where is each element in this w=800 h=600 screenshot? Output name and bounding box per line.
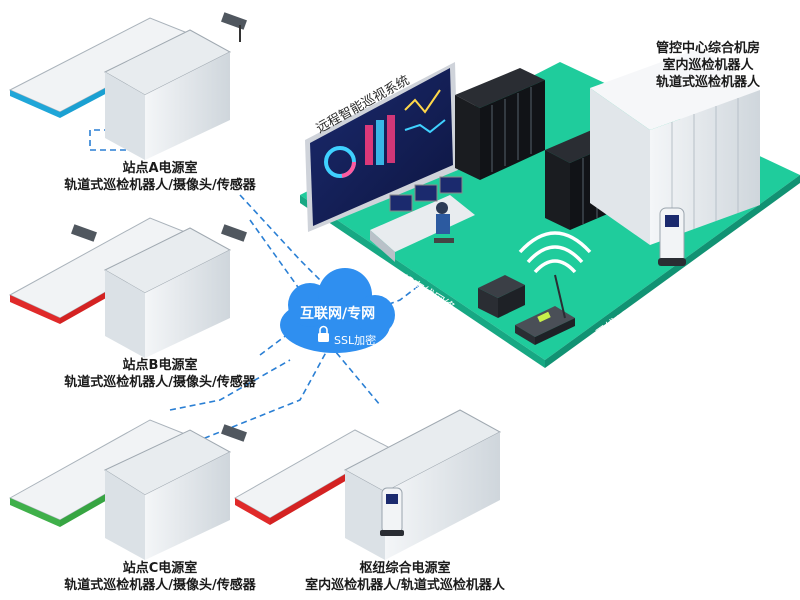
control-center-line1: 管控中心综合机房 <box>655 41 760 56</box>
control-center-cabinets <box>590 48 760 245</box>
station-b-line1: 站点B电源室 <box>122 358 198 373</box>
station-c-line2: 轨道式巡检机器人/摄像头/传感器 <box>64 578 256 593</box>
monitor-wall <box>305 62 458 232</box>
wifi-icon <box>518 231 592 274</box>
control-center-line3: 轨道式巡检机器人 <box>655 75 760 90</box>
cloud-icon <box>280 268 395 353</box>
station-a-line1: 站点A电源室 <box>122 161 198 176</box>
station-a <box>8 12 247 160</box>
station-a-label: 站点A电源室 轨道式巡检机器人/摄像头/传感器 <box>30 160 290 194</box>
hub-label: 枢纽综合电源室 室内巡检机器人/轨道式巡检机器人 <box>275 560 535 594</box>
station-b-label: 站点B电源室 轨道式巡检机器人/摄像头/传感器 <box>30 357 290 391</box>
control-center-label: 管控中心综合机房 室内巡检机器人 轨道式巡检机器人 <box>628 40 788 91</box>
station-c-line1: 站点C电源室 <box>122 561 198 576</box>
cloud-label: 互联网/专网 <box>300 306 376 322</box>
network-equipment <box>478 275 575 345</box>
station-b <box>8 217 247 358</box>
hub-line1: 枢纽综合电源室 <box>359 561 451 576</box>
station-c <box>8 419 247 560</box>
lock-icon <box>318 325 329 342</box>
hub-station <box>233 409 502 560</box>
station-b-line2: 轨道式巡检机器人/摄像头/传感器 <box>64 375 256 390</box>
ssl-label: SSL加密 <box>334 334 377 347</box>
station-c-label: 站点C电源室 轨道式巡检机器人/摄像头/传感器 <box>30 560 290 594</box>
station-a-line2: 轨道式巡检机器人/摄像头/传感器 <box>64 178 256 193</box>
hub-line2: 室内巡检机器人/轨道式巡检机器人 <box>305 578 505 593</box>
control-center-line2: 室内巡检机器人 <box>662 58 754 73</box>
operator-desk <box>370 176 475 262</box>
indoor-robot <box>658 207 686 266</box>
